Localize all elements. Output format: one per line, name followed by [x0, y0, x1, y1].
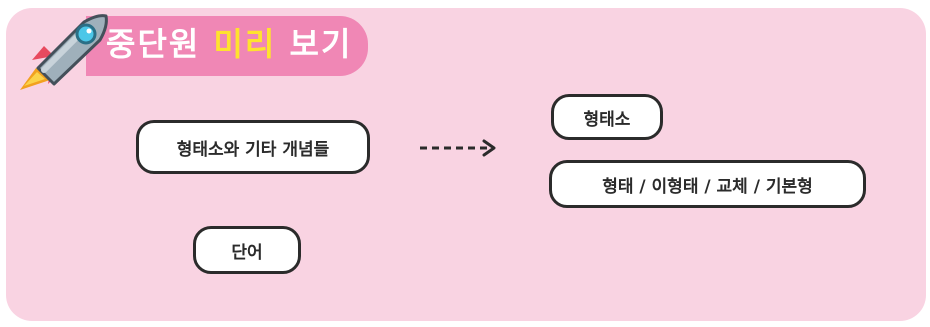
title-part-1: 중단원 [106, 25, 214, 63]
concept-node: 형태소와 기타 개념들 [136, 120, 370, 174]
title-highlight: 미리 [213, 25, 277, 63]
dashed-arrow-icon [420, 139, 496, 157]
title-part-2: 보기 [276, 25, 353, 63]
rocket-body [36, 14, 108, 86]
morpheme-terms-node: 형태 / 이형태 / 교체 / 기본형 [549, 160, 866, 208]
morpheme-node: 형태소 [551, 94, 663, 140]
rocket-icon [20, 14, 108, 90]
rocket-window-shine [86, 28, 92, 34]
arrow-head [482, 139, 496, 157]
title-banner [86, 16, 368, 76]
section-title: 중단원 미리 보기 [106, 14, 352, 74]
rocket-flame [20, 68, 50, 90]
word-node: 단어 [193, 226, 301, 274]
rocket-window [75, 23, 97, 45]
